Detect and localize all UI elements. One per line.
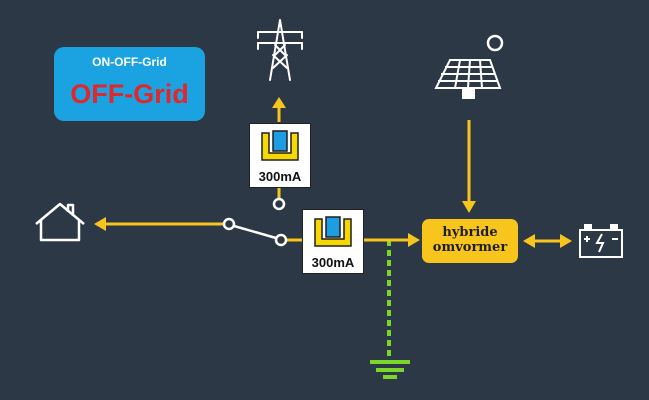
sun-icon [486, 34, 504, 52]
rcd-icon [314, 216, 352, 247]
grid-mode-indicator: ON-OFF-Grid OFF-Grid [54, 47, 205, 121]
arrow-to-house [94, 217, 106, 231]
solar-panel-icon [434, 59, 502, 99]
arrow-battery-left [523, 234, 535, 248]
mode-title: ON-OFF-Grid [92, 55, 167, 69]
arrow-to-inverter [408, 233, 420, 247]
ground-icon [370, 240, 410, 379]
arrow-solar-down [462, 201, 476, 213]
house-icon [35, 202, 85, 242]
rcd-main: 300mA [302, 209, 364, 274]
mode-state: OFF-Grid [70, 79, 189, 109]
inverter-label-line2: omvormer [432, 240, 508, 255]
switch-icon[interactable] [222, 197, 288, 247]
rcd-top: 300mA [249, 123, 311, 188]
rcd-top-label: 300mA [258, 169, 302, 184]
pylon-icon [257, 19, 303, 81]
wires [104, 106, 563, 243]
hybrid-inverter: hybride omvormer [422, 219, 518, 263]
arrowheads [94, 97, 572, 248]
rcd-icon [261, 130, 299, 161]
battery-icon [579, 224, 623, 258]
rcd-main-label: 300mA [311, 255, 355, 270]
arrow-battery-right [560, 234, 572, 248]
arrow-to-grid [272, 97, 286, 108]
inverter-label-line1: hybride [442, 225, 498, 240]
